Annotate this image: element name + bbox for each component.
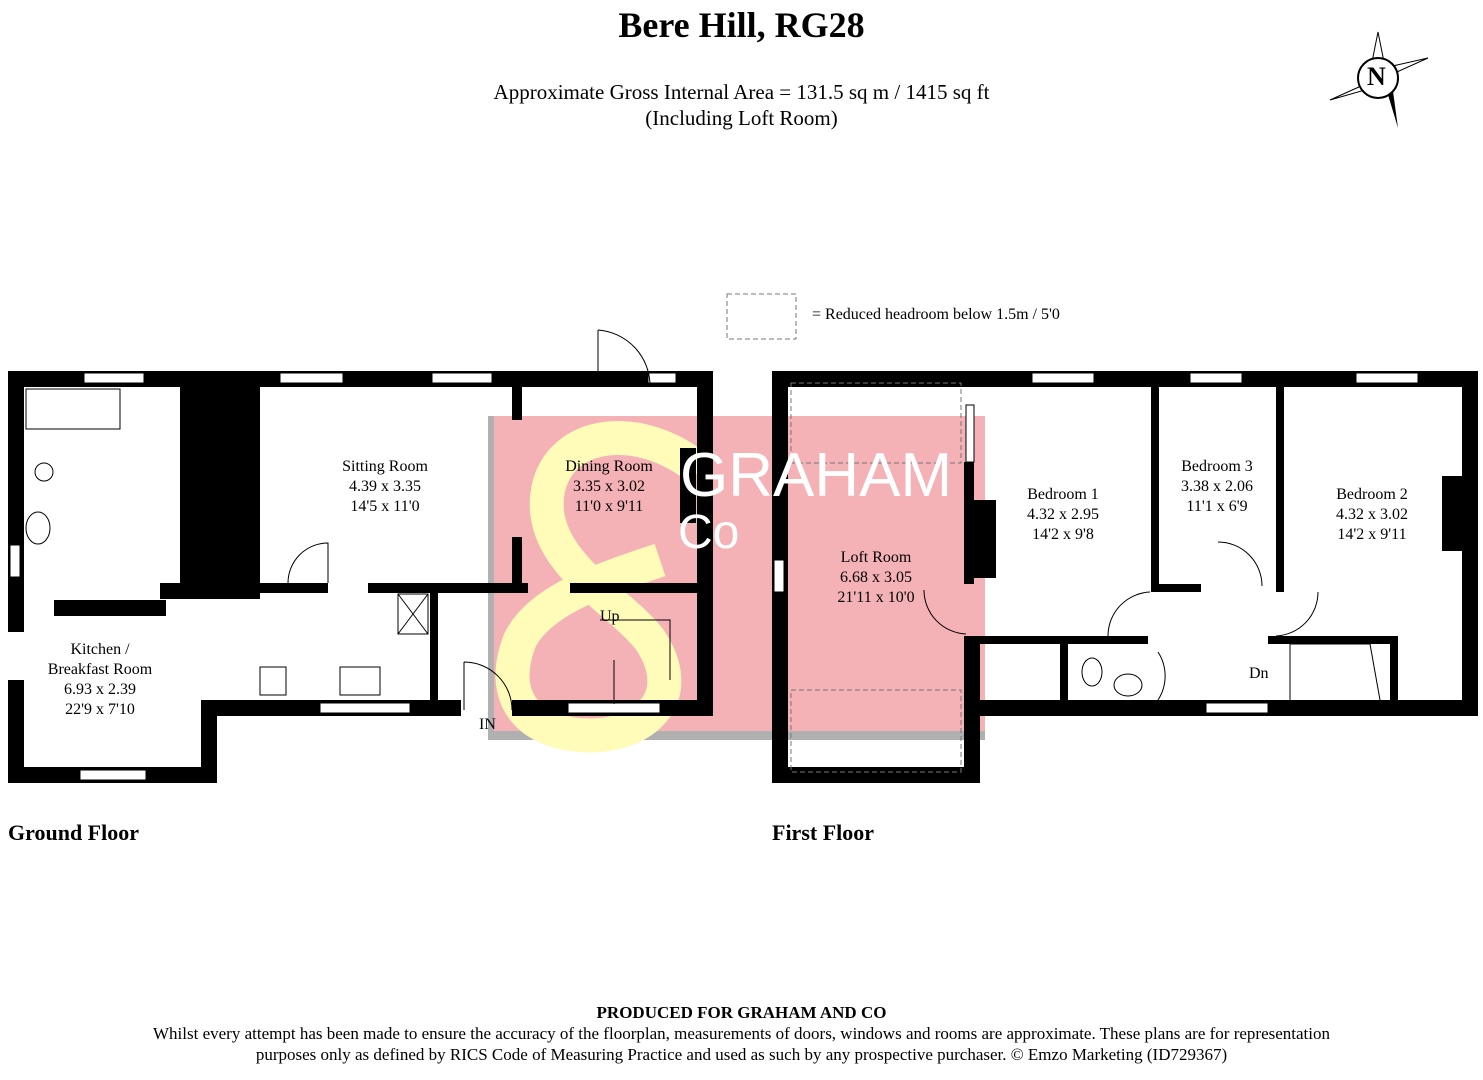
watermark	[488, 416, 985, 753]
room-imperial: 22'9 x 7'10	[65, 701, 135, 718]
first-floor-fixtures	[923, 541, 1381, 701]
disclaimer-line-2: purposes only as defined by RICS Code of…	[255, 1045, 1228, 1064]
first-floor-label: First Floor	[772, 820, 875, 845]
room-metric: 6.93 x 2.39	[63, 681, 136, 698]
first-floor-windows	[773, 372, 1419, 714]
room-imperial: 11'0 x 9'11	[574, 498, 644, 515]
room-name: Loft Room	[840, 549, 912, 566]
watermark-text-2: Co	[678, 506, 740, 559]
watermark-text: GRAHAM	[680, 441, 953, 510]
ground-floor-fixtures	[25, 329, 671, 711]
first-floor-walls	[772, 371, 1478, 783]
room-metric: 4.32 x 2.95	[1027, 506, 1099, 523]
produced-for: PRODUCED FOR GRAHAM AND CO	[596, 1003, 887, 1022]
stairs-down-label: Dn	[1249, 665, 1269, 682]
room-name: Dining Room	[565, 458, 653, 475]
room-name: Kitchen /	[70, 641, 130, 658]
room-dining-room: Dining Room 3.35 x 3.02 11'0 x 9'11	[565, 457, 653, 517]
room-bedroom-2: Bedroom 2 4.32 x 3.02 14'2 x 9'11	[1336, 485, 1408, 545]
ground-floor-label: Ground Floor	[8, 820, 140, 845]
reduced-headroom-legend-swatch	[726, 293, 797, 340]
room-imperial: 14'5 x 11'0	[350, 498, 420, 515]
room-name: Bedroom 1	[1027, 486, 1099, 503]
room-metric: 4.32 x 3.02	[1336, 506, 1408, 523]
room-bedroom-1: Bedroom 1 4.32 x 2.95 14'2 x 9'8	[1027, 485, 1099, 545]
plan-title: Bere Hill, RG28	[618, 5, 865, 45]
room-sitting-room: Sitting Room 4.39 x 3.35 14'5 x 11'0	[342, 457, 428, 517]
room-name: Bedroom 2	[1336, 486, 1408, 503]
room-imperial: 21'11 x 10'0	[837, 589, 915, 606]
room-name: Bedroom 3	[1181, 458, 1253, 475]
ground-floor-windows	[9, 372, 677, 781]
reduced-headroom-areas	[790, 382, 962, 773]
room-bedroom-3: Bedroom 3 3.38 x 2.06 11'1 x 6'9	[1181, 457, 1253, 517]
room-imperial: 11'1 x 6'9	[1186, 498, 1248, 515]
room-loft-room: Loft Room 6.68 x 3.05 21'11 x 10'0	[837, 548, 914, 608]
gross-area: Approximate Gross Internal Area = 131.5 …	[493, 80, 990, 104]
room-metric: 6.68 x 3.05	[839, 569, 912, 586]
room-metric: 4.39 x 3.35	[348, 478, 421, 495]
stairs-up-label: Up	[600, 608, 620, 625]
disclaimer-line-1: Whilst every attempt has been made to en…	[153, 1024, 1330, 1043]
room-metric: 3.35 x 3.02	[573, 478, 645, 495]
area-note: (Including Loft Room)	[645, 106, 838, 130]
room-imperial: 14'2 x 9'8	[1032, 526, 1094, 543]
room-metric: 3.38 x 2.06	[1181, 478, 1253, 495]
compass-north-label: N	[1367, 62, 1386, 91]
room-imperial: 14'2 x 9'11	[1337, 526, 1407, 543]
room-name-2: Breakfast Room	[47, 661, 153, 678]
compass-icon	[1329, 31, 1429, 128]
legend-text: = Reduced headroom below 1.5m / 5'0	[812, 306, 1060, 323]
room-kitchen: Kitchen / Breakfast Room 6.93 x 2.39 22'…	[48, 640, 152, 720]
entrance-label: IN	[479, 716, 496, 733]
room-name: Sitting Room	[342, 458, 428, 475]
